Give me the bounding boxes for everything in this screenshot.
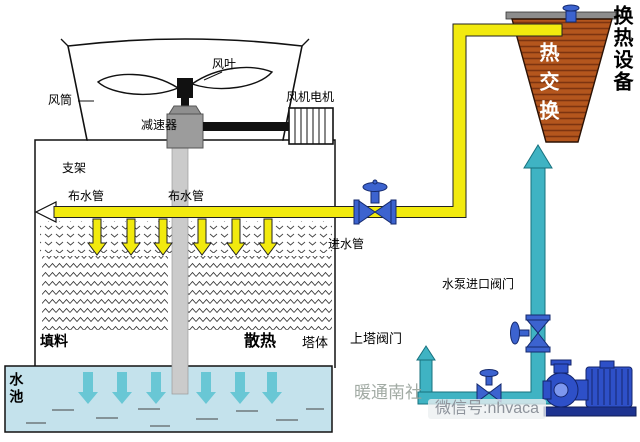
horizontal-pipe-valve [476, 369, 502, 403]
tower-body-label: 塔体 [302, 335, 329, 350]
reducer-label: 减速器 [141, 118, 178, 132]
flow-up-arrow-icon [523, 144, 553, 169]
vertical-pipe-valve [510, 314, 551, 353]
dist-pipe-right-label: 布水管 [168, 189, 205, 203]
fan-motor-label: 风机电机 [286, 90, 335, 104]
hot-water-pipe [34, 23, 563, 223]
pump-inlet-valve-label: 水泵进口阀门 [442, 277, 515, 291]
stub-up-arrow-icon [416, 345, 436, 361]
exchanger-top-valve [562, 4, 580, 23]
support-label: 支架 [62, 161, 87, 175]
inlet-valve [353, 179, 397, 225]
watermark-brand: 暖通南社 [354, 383, 422, 402]
fill-pack-right [186, 256, 332, 330]
inlet-pipe-label: 进水管 [328, 237, 365, 251]
fan-motor [288, 107, 334, 145]
water-pool [4, 365, 333, 433]
heat-exchange-label: 热交换 [536, 42, 558, 129]
fan-blade-label: 风叶 [212, 57, 237, 71]
fan-blades [96, 66, 274, 116]
pump [542, 359, 637, 417]
heat-exchange-equipment-label: 换热设备 [610, 5, 632, 93]
fan-duct-label: 风筒 [48, 93, 73, 107]
heat-exchanger [505, 11, 617, 143]
watermark-wechat: 微信号:nhvaca [428, 399, 547, 419]
cold-water-pipe [416, 144, 553, 405]
pipe-outlet-arrow-icon [34, 201, 57, 223]
spray-down-arrow-icons [87, 218, 278, 256]
pool-label: 水池 [8, 372, 25, 406]
drive-shaft [203, 122, 289, 131]
fill-label: 填料 [40, 333, 68, 349]
dist-pipe-left-label: 布水管 [68, 189, 105, 203]
up-tower-valve-label: 上塔阀门 [350, 331, 403, 346]
fill-pack-left [42, 256, 168, 330]
heat-dissipation-label: 散热 [244, 333, 277, 350]
pool-down-arrow-icons [78, 372, 282, 404]
center-shaft [171, 147, 189, 395]
